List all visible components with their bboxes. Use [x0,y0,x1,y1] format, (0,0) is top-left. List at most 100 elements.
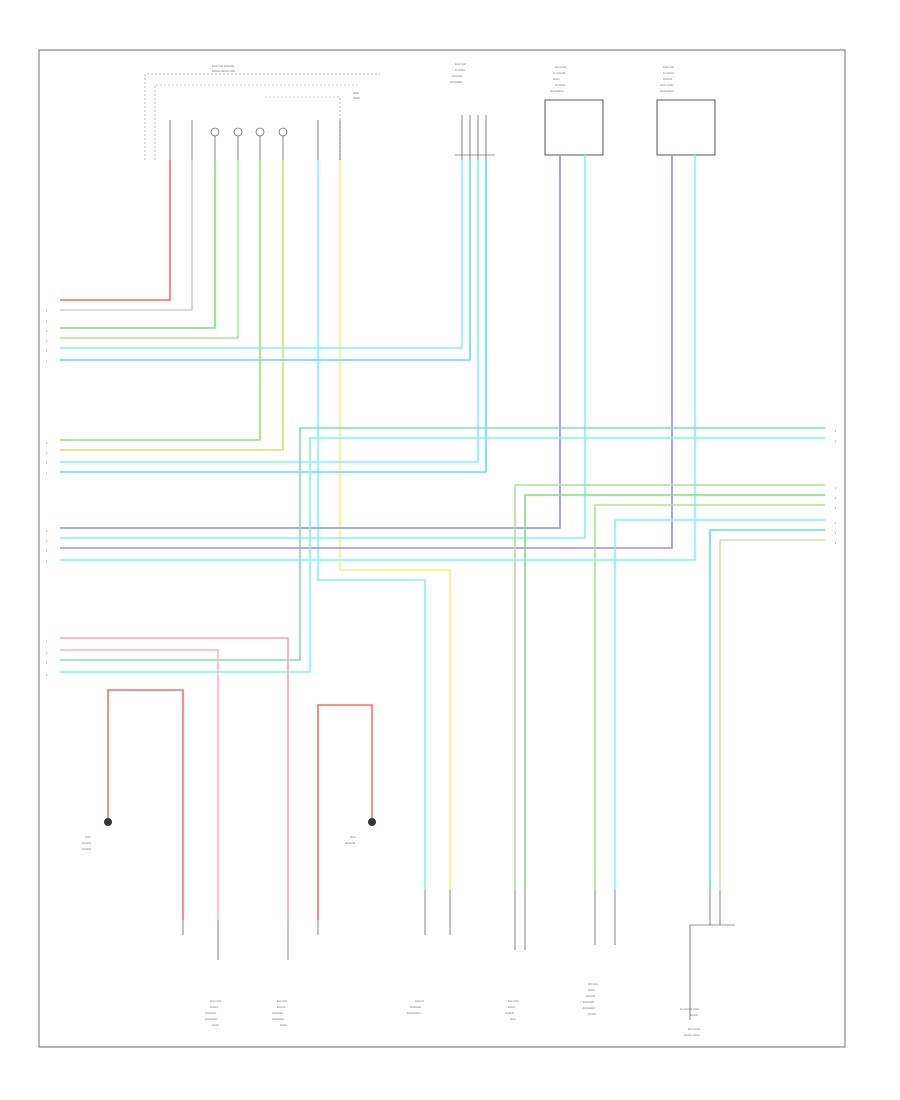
svg-text:▪▪▪▪▪ ▪▪: ▪▪▪▪▪ ▪▪ [415,999,424,1003]
svg-text:▪▪▪▪▪▪▪▪▪▪: ▪▪▪▪▪▪▪▪▪▪ [205,1011,216,1015]
svg-text:▪▪▪▪▪▪: ▪▪▪▪▪▪ [353,96,360,100]
svg-text:▪▪▪▪▪ ▪▪▪▪▪▪: ▪▪▪▪▪ ▪▪▪▪▪▪ [660,83,673,87]
svg-text:▪: ▪ [835,531,836,535]
svg-text:▪▪▪▪ ▪▪▪▪▪: ▪▪▪▪ ▪▪▪▪▪ [555,65,566,69]
bottom-components: ▪▪▪▪▪ ▪▪▪▪▪▪▪▪ ▪▪▪▪▪▪▪▪ ▪▪▪▪▪ ▪▪▪▪▪▪▪▪▪ … [82,818,735,1037]
top-module-connector: ▪▪▪▪▪ ▪▪▪▪ ▪▪▪▪▪▪▪▪▪ ▪▪▪▪▪▪▪ ▪▪▪▪▪▪▪ ▪▪▪… [144,64,380,160]
svg-text:▪▪▪ ▪▪▪▪▪▪▪ ▪▪▪▪▪: ▪▪▪ ▪▪▪▪▪▪▪ ▪▪▪▪▪ [680,1007,699,1011]
svg-text:▪▪▪▪▪▪▪▪: ▪▪▪▪▪▪▪▪ [663,77,672,81]
svg-text:▪▪▪▪▪: ▪▪▪▪▪ [510,1017,516,1021]
wire-green-f6 [719,539,825,890]
wire-green-f2 [524,494,825,890]
svg-text:▪: ▪ [835,496,836,500]
svg-text:▪▪▪▪▪▪▪▪▪▪▪: ▪▪▪▪▪▪▪▪▪▪▪ [205,1017,217,1021]
wire-cyan-long [317,160,426,890]
svg-text:▪: ▪ [835,506,836,510]
wire-red-bl [107,689,184,920]
svg-text:▪▪▪▪▪▪▪▪▪▪: ▪▪▪▪▪▪▪▪▪▪ [410,1005,421,1009]
svg-text:▪: ▪ [46,329,47,333]
svg-text:▪▪▪▪ ▪▪▪▪: ▪▪▪▪ ▪▪▪▪ [508,999,518,1003]
svg-text:▪▪▪▪ ▪▪▪▪: ▪▪▪▪ ▪▪▪▪ [277,999,287,1003]
svg-text:▪: ▪ [835,541,836,545]
wire-green-f1 [514,484,825,890]
wire-gray [60,160,193,311]
svg-text:▪: ▪ [46,461,47,465]
svg-text:▪▪▪▪▪▪▪▪▪▪: ▪▪▪▪▪▪▪▪▪▪ [272,1011,283,1015]
svg-text:▪▪▪▪▪▪▪: ▪▪▪▪▪▪▪ [588,1012,596,1016]
svg-text:▪: ▪ [46,529,47,533]
svg-text:▪▪▪▪▪ ▪▪▪▪ ▪▪▪▪▪▪▪▪▪: ▪▪▪▪▪ ▪▪▪▪ ▪▪▪▪▪▪▪▪▪ [212,64,234,68]
wire-red-br [317,704,373,920]
svg-text:▪: ▪ [46,639,47,643]
wire-green-2 [60,160,239,339]
svg-text:▪▪▪▪▪▪▪: ▪▪▪▪▪▪▪ [690,1013,698,1017]
wire-blue-2 [60,155,673,549]
svg-text:▪▪ ▪▪▪▪▪▪▪: ▪▪ ▪▪▪▪▪▪▪ [663,71,674,75]
svg-text:▪▪▪▪▪: ▪▪▪▪▪ [350,835,356,839]
svg-text:▪▪▪▪▪ ▪▪▪▪: ▪▪▪▪▪ ▪▪▪▪ [210,999,221,1003]
svg-text:▪: ▪ [46,349,47,353]
svg-text:▪▪▪▪▪▪▪▪▪▪▪: ▪▪▪▪▪▪▪▪▪▪▪ [272,1017,284,1021]
wire-cyan-f [60,155,696,561]
svg-text:▪: ▪ [46,451,47,455]
svg-text:▪▪▪▪▪▪▪: ▪▪▪▪▪▪▪ [210,1005,218,1009]
svg-text:▪▪▪▪▪: ▪▪▪▪▪ [353,91,359,95]
wire-yellowgreen [60,160,284,451]
svg-text:▪▪▪▪▪▪▪▪: ▪▪▪▪▪▪▪▪ [586,994,595,998]
svg-text:▪▪ ▪▪▪▪▪▪▪▪: ▪▪ ▪▪▪▪▪▪▪▪ [553,71,565,75]
svg-text:▪▪▪ ▪▪▪▪▪: ▪▪▪ ▪▪▪▪▪ [555,83,565,87]
wire-cyan-e [60,155,586,539]
wire-red [60,160,171,301]
svg-text:▪▪▪▪ ▪▪▪▪: ▪▪▪▪ ▪▪▪▪ [588,982,598,986]
wire-green-f3 [594,504,825,890]
wire-cyan-d [60,160,487,473]
wire-green-1 [60,160,216,329]
svg-text:▪▪▪▪▪ ▪▪▪▪: ▪▪▪▪▪ ▪▪▪▪ [455,62,466,66]
svg-text:▪▪▪▪▪▪▪▪▪▪▪▪: ▪▪▪▪▪▪▪▪▪▪▪▪ [407,1011,421,1015]
svg-text:▪▪▪▪▪▪▪▪▪▪▪: ▪▪▪▪▪▪▪▪▪▪▪ [450,80,462,84]
svg-text:▪: ▪ [46,319,47,323]
wire-green-e1 [60,427,825,661]
wire-pink-1 [60,637,289,920]
svg-text:▪: ▪ [46,661,47,665]
svg-text:▪▪▪▪▪▪▪▪▪: ▪▪▪▪▪▪▪▪▪ [452,74,462,78]
svg-text:▪▪▪▪▪▪▪ ▪▪▪▪▪▪▪ ▪▪▪▪▪: ▪▪▪▪▪▪▪ ▪▪▪▪▪▪▪ ▪▪▪▪▪ [212,69,235,73]
svg-text:▪▪▪▪▪▪▪▪: ▪▪▪▪▪▪▪▪ [82,841,91,845]
svg-text:▪▪▪▪▪▪▪▪▪▪▪▪: ▪▪▪▪▪▪▪▪▪▪▪▪ [660,89,674,93]
wire-cyan-b [60,160,471,361]
svg-text:▪: ▪ [835,521,836,525]
svg-text:▪: ▪ [835,429,836,433]
svg-text:▪: ▪ [46,549,47,553]
svg-text:▪▪▪▪▪: ▪▪▪▪▪ [85,835,91,839]
svg-text:▪▪▪▪▪▪▪▪▪▪▪▪: ▪▪▪▪▪▪▪▪▪▪▪▪ [550,89,564,93]
svg-text:▪: ▪ [46,539,47,543]
svg-text:▪▪▪▪▪ ▪▪▪▪: ▪▪▪▪▪ ▪▪▪▪ [663,65,674,69]
wire-cyan-e2 [60,437,825,673]
top-right-speakers: ▪▪▪▪▪ ▪▪▪▪ ▪▪ ▪▪▪▪▪▪ ▪▪▪▪▪▪▪▪▪ ▪▪▪▪▪▪▪▪▪… [450,62,716,160]
svg-text:▪▪▪▪▪▪▪▪: ▪▪▪▪▪▪▪▪ [82,847,91,851]
svg-text:▪▪▪▪▪▪▪▪▪▪: ▪▪▪▪▪▪▪▪▪▪ [583,1000,594,1004]
left-connector-pins: ▪▪ ▪▪ ▪▪ ▪▪ ▪▪ ▪▪ ▪▪ ▪▪ ▪▪ [46,309,47,677]
svg-text:▪: ▪ [46,471,47,475]
svg-text:▪: ▪ [46,651,47,655]
svg-text:▪▪▪▪▪▪: ▪▪▪▪▪▪ [588,988,595,992]
svg-text:▪▪▪▪▪▪▪▪▪: ▪▪▪▪▪▪▪▪▪ [345,841,355,845]
wire-cyan-a [60,160,463,349]
svg-text:▪▪▪▪▪▪▪▪▪▪▪: ▪▪▪▪▪▪▪▪▪▪▪ [583,1006,595,1010]
wire-cyan-c [60,160,479,463]
svg-text:▪: ▪ [46,441,47,445]
wire-cyan-f5 [709,529,825,890]
right-connector-pins: ▪▪ ▪▪ ▪▪ ▪▪ [835,429,836,545]
wire-cyan-f4 [614,519,825,890]
svg-text:▪: ▪ [46,339,47,343]
svg-text:▪▪▪▪▪▪▪▪: ▪▪▪▪▪▪▪▪ [505,1011,514,1015]
svg-text:▪: ▪ [46,359,47,363]
svg-text:▪▪▪▪ ▪▪▪▪▪▪: ▪▪▪▪ ▪▪▪▪▪▪ [688,1027,700,1031]
svg-text:▪: ▪ [46,309,47,313]
svg-text:▪: ▪ [835,439,836,443]
wires [60,155,825,920]
wire-blue-1 [60,155,561,529]
svg-text:▪▪▪▪▪▪▪: ▪▪▪▪▪▪▪ [277,1005,285,1009]
svg-text:▪: ▪ [46,559,47,563]
